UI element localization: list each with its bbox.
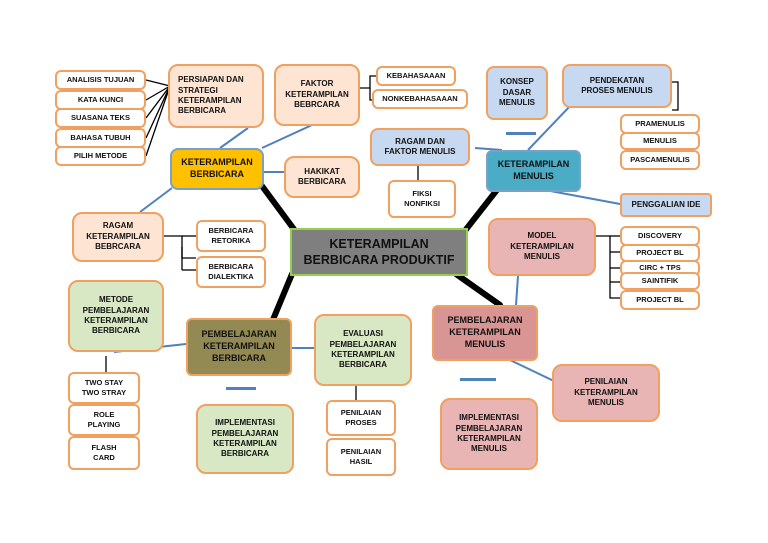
evaluation-item: PENILAIAN PROSES (326, 400, 396, 436)
model-item: SAINTIFIK (620, 272, 700, 290)
central-topic: KETERAMPILAN BERBICARA PRODUKTIF (290, 228, 468, 276)
decorative-dash (226, 387, 256, 390)
speaking-skill-node: KETERAMPILAN BERBICARA (170, 148, 264, 190)
method-item: FLASH CARD (68, 436, 140, 470)
variety-writing-item: FIKSI NONFIKSI (388, 180, 456, 218)
writing-approach-node: PENDEKATAN PROSES MENULIS (562, 64, 672, 108)
speaking-implementation-node: IMPLEMENTASI PEMBELAJARAN KETERAMPILAN B… (196, 404, 294, 474)
writing-variety-node: RAGAM DAN FAKTOR MENULIS (370, 128, 470, 166)
speaking-evaluation-node: EVALUASI PEMBELAJARAN KETERAMPILAN BERBI… (314, 314, 412, 386)
writing-implementation-node: IMPLEMENTASI PEMBELAJARAN KETERAMPILAN M… (440, 398, 538, 470)
approach-item: PASCAMENULIS (620, 150, 700, 170)
speaking-method-node: METODE PEMBELAJARAN KETERAMPILAN BERBICA… (68, 280, 164, 352)
speaking-learning-node: PEMBELAJARAN KETERAMPILAN BERBICARA (186, 318, 292, 376)
preparation-strategy-node: PERSIAPAN DAN STRATEGI KETERAMPILAN BERB… (168, 64, 264, 128)
speaking-essence-node: HAKIKAT BERBICARA (284, 156, 360, 198)
prep-item: BAHASA TUBUH (55, 128, 146, 148)
writing-assessment-node: PENILAIAN KETERAMPILAN MENULIS (552, 364, 660, 422)
decorative-dash (460, 378, 496, 381)
speaking-factor-node: FAKTOR KETERAMPILAN BEBRCARA (274, 64, 360, 126)
factor-item: NONKEBAHASAAAN (372, 89, 468, 109)
factor-item: KEBAHASAAAN (376, 66, 456, 86)
method-item: TWO STAY TWO STRAY (68, 372, 140, 404)
decorative-dash (506, 132, 536, 135)
prep-item: KATA KUNCI (55, 90, 146, 110)
spoke-speaking (259, 183, 299, 235)
writing-skill-node: KETERAMPILAN MENULIS (486, 150, 581, 192)
spoke-writing (461, 183, 503, 235)
idea-exploration-node: PENGGALIAN IDE (620, 193, 712, 217)
spoke-speaking-learning (269, 271, 295, 325)
writing-learning-node: PEMBELAJARAN KETERAMPILAN MENULIS (432, 305, 538, 361)
evaluation-item: PENILAIAN HASIL (326, 438, 396, 476)
writing-model-node: MODEL KETERAMPILAN MENULIS (488, 218, 596, 276)
prep-item: ANALISIS TUJUAN (55, 70, 146, 90)
model-item: DISCOVERY (620, 226, 700, 246)
prep-item: PILIH METODE (55, 146, 146, 166)
method-item: ROLE PLAYING (68, 404, 140, 436)
approach-item: PRAMENULIS (620, 114, 700, 134)
approach-item: MENULIS (620, 132, 700, 150)
prep-item: SUASANA TEKS (55, 108, 146, 128)
writing-concept-node: KONSEP DASAR MENULIS (486, 66, 548, 120)
speaking-variety-node: RAGAM KETERAMPILAN BEBRCARA (72, 212, 164, 262)
model-item: PROJECT BL (620, 290, 700, 310)
variety-item: BERBICARA DIALEKTIKA (196, 256, 266, 288)
variety-item: BERBICARA RETORIKA (196, 220, 266, 252)
spoke-writing-learning (453, 271, 503, 308)
